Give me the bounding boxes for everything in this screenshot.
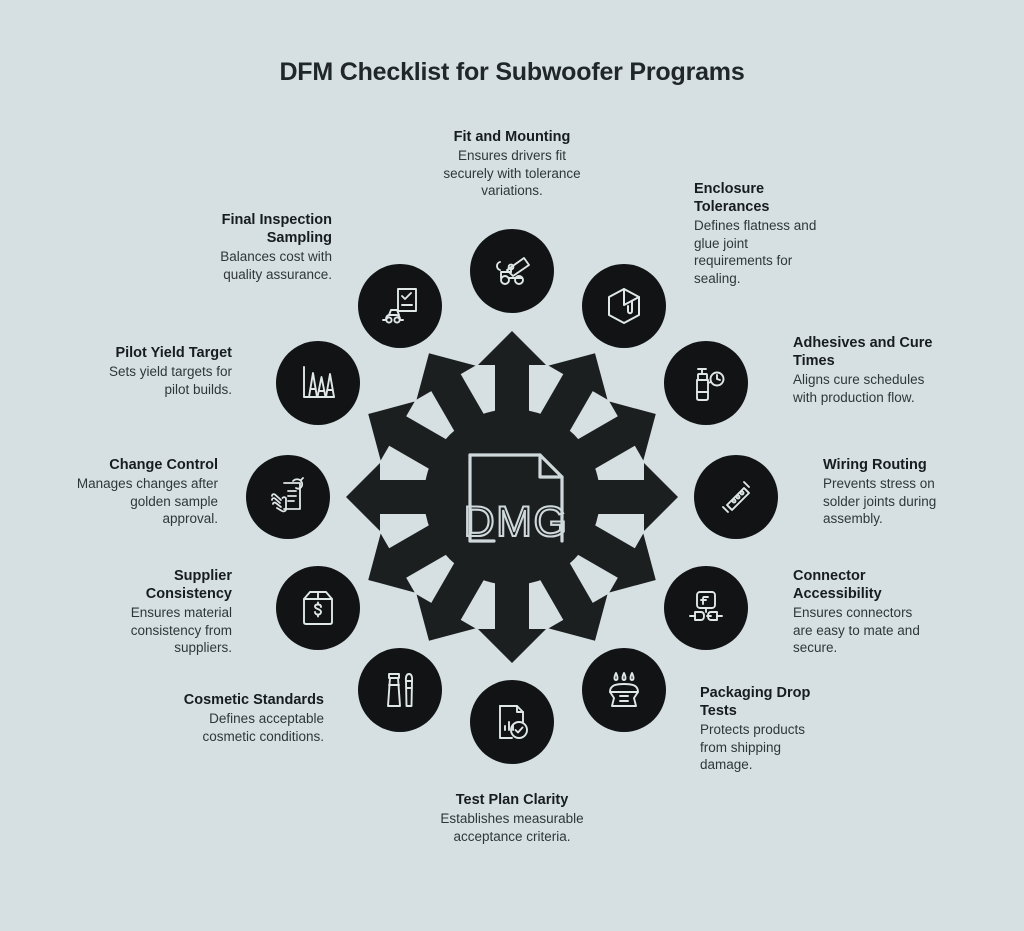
spoke-arrow-wiring-routing <box>574 463 678 531</box>
label-title: Supplier Consistency <box>145 568 232 602</box>
label-title: Change Control <box>109 457 218 473</box>
icon-bubble-pilot-yield-target[interactable] <box>276 341 360 425</box>
label-test-plan-clarity: Test Plan Clarity Establishes measurable… <box>432 791 592 845</box>
change-control-hand-icon <box>266 475 310 519</box>
label-wiring-routing: Wiring Routing Prevents stress on solder… <box>823 456 963 528</box>
wiring-harness-icon <box>714 475 758 519</box>
label-packaging-drop-tests: Packaging Drop Tests Protects products f… <box>700 684 830 774</box>
label-title: Final Inspection Sampling <box>221 212 332 246</box>
spoke-arrow-fit-and-mounting <box>478 331 546 435</box>
spoke-arrow-test-plan-clarity <box>478 559 546 663</box>
label-title: Fit and Mounting <box>453 129 571 145</box>
cannon-icon <box>489 248 535 294</box>
icon-bubble-test-plan-clarity[interactable] <box>470 680 554 764</box>
label-enclosure-tolerances: Enclosure Tolerances Defines flatness an… <box>694 180 826 287</box>
label-desc: Prevents stress on solder joints during … <box>823 476 937 526</box>
page-title: DFM Checklist for Subwoofer Programs <box>279 58 745 86</box>
spoke-arrow-change-control <box>346 463 450 531</box>
icon-bubble-wiring-routing[interactable] <box>694 455 778 539</box>
supplier-bag-icon <box>296 586 340 630</box>
label-connector-accessibility: Connector Accessibility Ensures connecto… <box>793 567 933 657</box>
label-title: Enclosure Tolerances <box>694 181 770 215</box>
label-desc: Defines acceptable cosmetic conditions. <box>202 711 324 744</box>
label-title: Packaging Drop Tests <box>700 685 811 719</box>
label-title: Test Plan Clarity <box>455 792 569 808</box>
icon-bubble-cosmetic-standards[interactable] <box>358 648 442 732</box>
label-final-inspection-sampling: Final Inspection Sampling Balances cost … <box>188 211 332 283</box>
label-title: Adhesives and Cure Times <box>793 335 933 369</box>
icon-bubble-adhesives-and-cure-times[interactable] <box>664 341 748 425</box>
hub-label: DMG <box>464 498 569 546</box>
icon-bubble-fit-and-mounting[interactable] <box>470 229 554 313</box>
label-fit-and-mounting: Fit and Mounting Ensures drivers fit sec… <box>432 128 592 200</box>
label-title: Cosmetic Standards <box>183 692 324 708</box>
label-adhesives-and-cure-times: Adhesives and Cure Times Aligns cure sch… <box>793 334 943 406</box>
label-desc: Aligns cure schedules with production fl… <box>793 372 925 405</box>
label-desc: Sets yield targets for pilot builds. <box>108 364 232 397</box>
icon-bubble-final-inspection-sampling[interactable] <box>358 264 442 348</box>
label-change-control: Change Control Manages changes after gol… <box>76 456 218 528</box>
label-desc: Balances cost with quality assurance. <box>220 249 332 282</box>
inspection-clipboard-icon <box>378 284 422 328</box>
adhesive-bottle-timer-icon <box>684 361 728 405</box>
icon-bubble-connector-accessibility[interactable] <box>664 566 748 650</box>
yield-peaks-chart-icon <box>296 361 340 405</box>
hub-circle <box>424 409 600 585</box>
label-desc: Ensures drivers fit securely with tolera… <box>443 148 581 198</box>
test-report-check-icon <box>490 700 534 744</box>
icon-bubble-enclosure-tolerances[interactable] <box>582 264 666 348</box>
label-supplier-consistency: Supplier Consistency Ensures material co… <box>110 567 232 657</box>
label-desc: Establishes measurable acceptance criter… <box>440 811 584 844</box>
label-cosmetic-standards: Cosmetic Standards Defines acceptable co… <box>178 691 324 745</box>
icon-bubble-supplier-consistency[interactable] <box>276 566 360 650</box>
label-pilot-yield-target: Pilot Yield Target Sets yield targets fo… <box>94 344 232 398</box>
label-title: Wiring Routing <box>823 457 927 473</box>
label-desc: Ensures connectors are easy to mate and … <box>793 605 920 655</box>
label-desc: Protects products from shipping damage. <box>700 722 806 772</box>
document-icon <box>468 453 564 543</box>
label-title: Pilot Yield Target <box>115 345 232 361</box>
label-desc: Ensures material consistency from suppli… <box>130 605 232 655</box>
label-desc: Manages changes after golden sample appr… <box>76 476 218 526</box>
icon-bubble-packaging-drop-tests[interactable] <box>582 648 666 732</box>
connector-plug-icon <box>684 586 728 630</box>
label-title: Connector Accessibility <box>793 568 882 602</box>
label-desc: Defines flatness and glue joint requirem… <box>694 218 817 286</box>
cube-box-icon <box>602 284 646 328</box>
icon-bubble-change-control[interactable] <box>246 455 330 539</box>
cosmetic-tube-brush-icon <box>378 668 422 712</box>
package-drop-icon <box>602 668 646 712</box>
